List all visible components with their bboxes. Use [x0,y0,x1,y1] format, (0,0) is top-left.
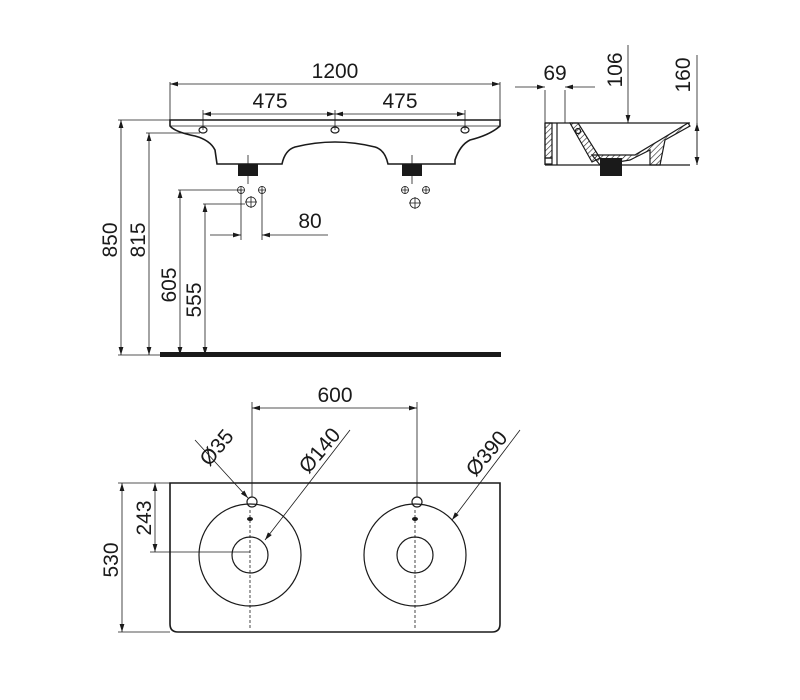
height-supply-label: 605 [158,267,181,302]
side-view: 69 106 160 [515,45,700,176]
overflow-slot-right [412,517,418,521]
bowl-leader [451,429,521,521]
supply-offset-label: 80 [298,210,321,233]
wall-offset-label: 69 [543,62,566,85]
overflow-slot-left [247,517,253,521]
tap-spacing-right-label: 475 [382,90,417,113]
bowl-center-offset-label: 243 [133,500,156,535]
depth-label: 530 [100,542,123,577]
supply-holes-right [401,186,430,209]
top-view: 600 Ø35 Ø140 Ø390 530 243 [100,384,521,633]
height-drain-label: 555 [183,282,206,317]
dimension-width-label: 1200 [312,60,359,83]
tap-hole-diameter-label: Ø35 [195,425,238,470]
drain-leader [264,429,351,541]
bowl-diameter-label: Ø390 [462,427,513,481]
basin-front-outline [169,119,501,165]
tap-hole-leader [194,439,249,499]
basin-top-outline [169,482,501,633]
drain-depth-label: 106 [604,52,627,87]
tap-spacing-left-label: 475 [252,90,287,113]
floor-line [160,352,501,357]
side-overflow-hole [574,127,582,135]
total-depth-label: 160 [672,57,695,92]
side-back-wall-section [544,122,553,159]
height-rim-label: 815 [127,222,150,257]
front-view: 1200 475 475 850 815 605 555 80 [99,60,501,357]
height-top-label: 850 [99,222,122,257]
bowl-spacing-label: 600 [317,384,352,407]
side-drain-valve [600,158,622,176]
drain-diameter-label: Ø140 [295,424,346,478]
